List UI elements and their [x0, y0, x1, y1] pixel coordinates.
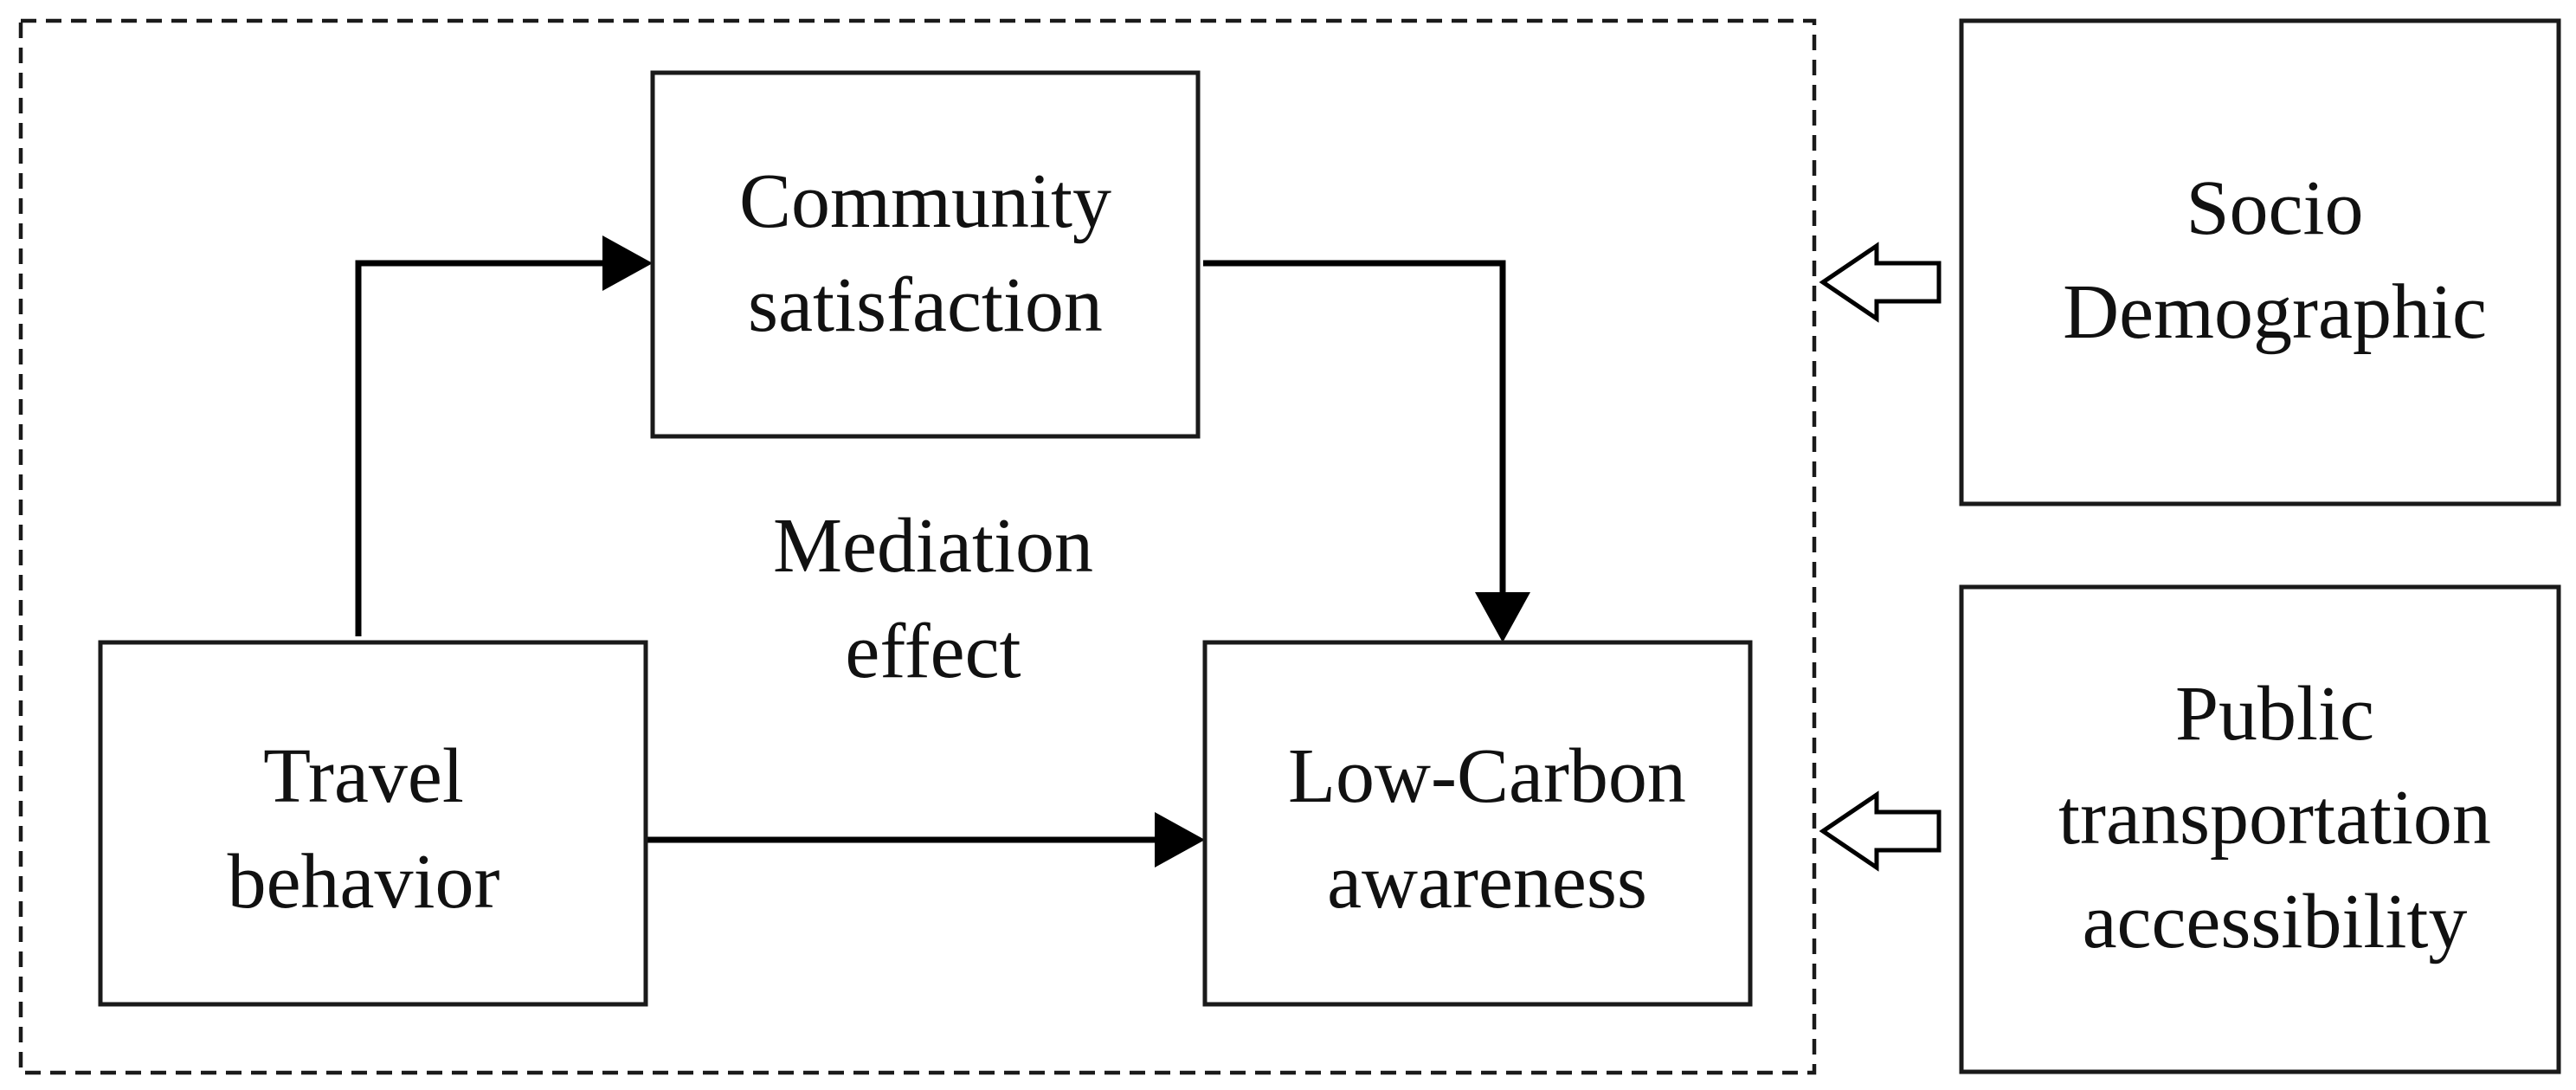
node-public-transportation-accessibility: Public transportation accessibility — [1959, 584, 2561, 1074]
node-travel-behavior-line1: Travel — [263, 733, 464, 819]
node-socio-demographic: Socio Demographic — [1959, 18, 2561, 506]
node-socio-demographic-line2: Demographic — [2063, 269, 2487, 355]
node-public-transportation-line1: Public — [2175, 671, 2374, 757]
node-community-satisfaction-line1: Community — [739, 158, 1111, 244]
arrow-travel-to-lowcarbon — [646, 812, 1205, 867]
node-travel-behavior-line2: behavior — [228, 839, 500, 925]
arrow-travel-to-community — [355, 235, 653, 636]
mediation-effect-line2: effect — [845, 609, 1021, 694]
node-public-transportation-line2: transportation — [2058, 775, 2491, 861]
arrow-community-to-lowcarbon — [1203, 260, 1530, 642]
node-socio-demographic-line1: Socio — [2186, 165, 2363, 251]
node-public-transportation-line3: accessibility — [2083, 879, 2468, 964]
node-low-carbon-awareness: Low-Carbon awareness — [1202, 640, 1753, 1007]
hollow-arrow-public-transportation — [1819, 790, 1942, 872]
hollow-arrow-socio-demographic — [1819, 242, 1942, 323]
mediation-effect-label: Mediation effect — [773, 503, 1093, 694]
mediation-model-frame — [18, 18, 1817, 1075]
node-low-carbon-awareness-line2: awareness — [1327, 839, 1647, 925]
mediation-effect-line1: Mediation — [773, 503, 1093, 589]
node-community-satisfaction: Community satisfaction — [650, 70, 1201, 439]
node-travel-behavior: Travel behavior — [98, 640, 648, 1007]
node-low-carbon-awareness-line1: Low-Carbon — [1288, 733, 1686, 819]
node-community-satisfaction-line2: satisfaction — [748, 262, 1103, 348]
